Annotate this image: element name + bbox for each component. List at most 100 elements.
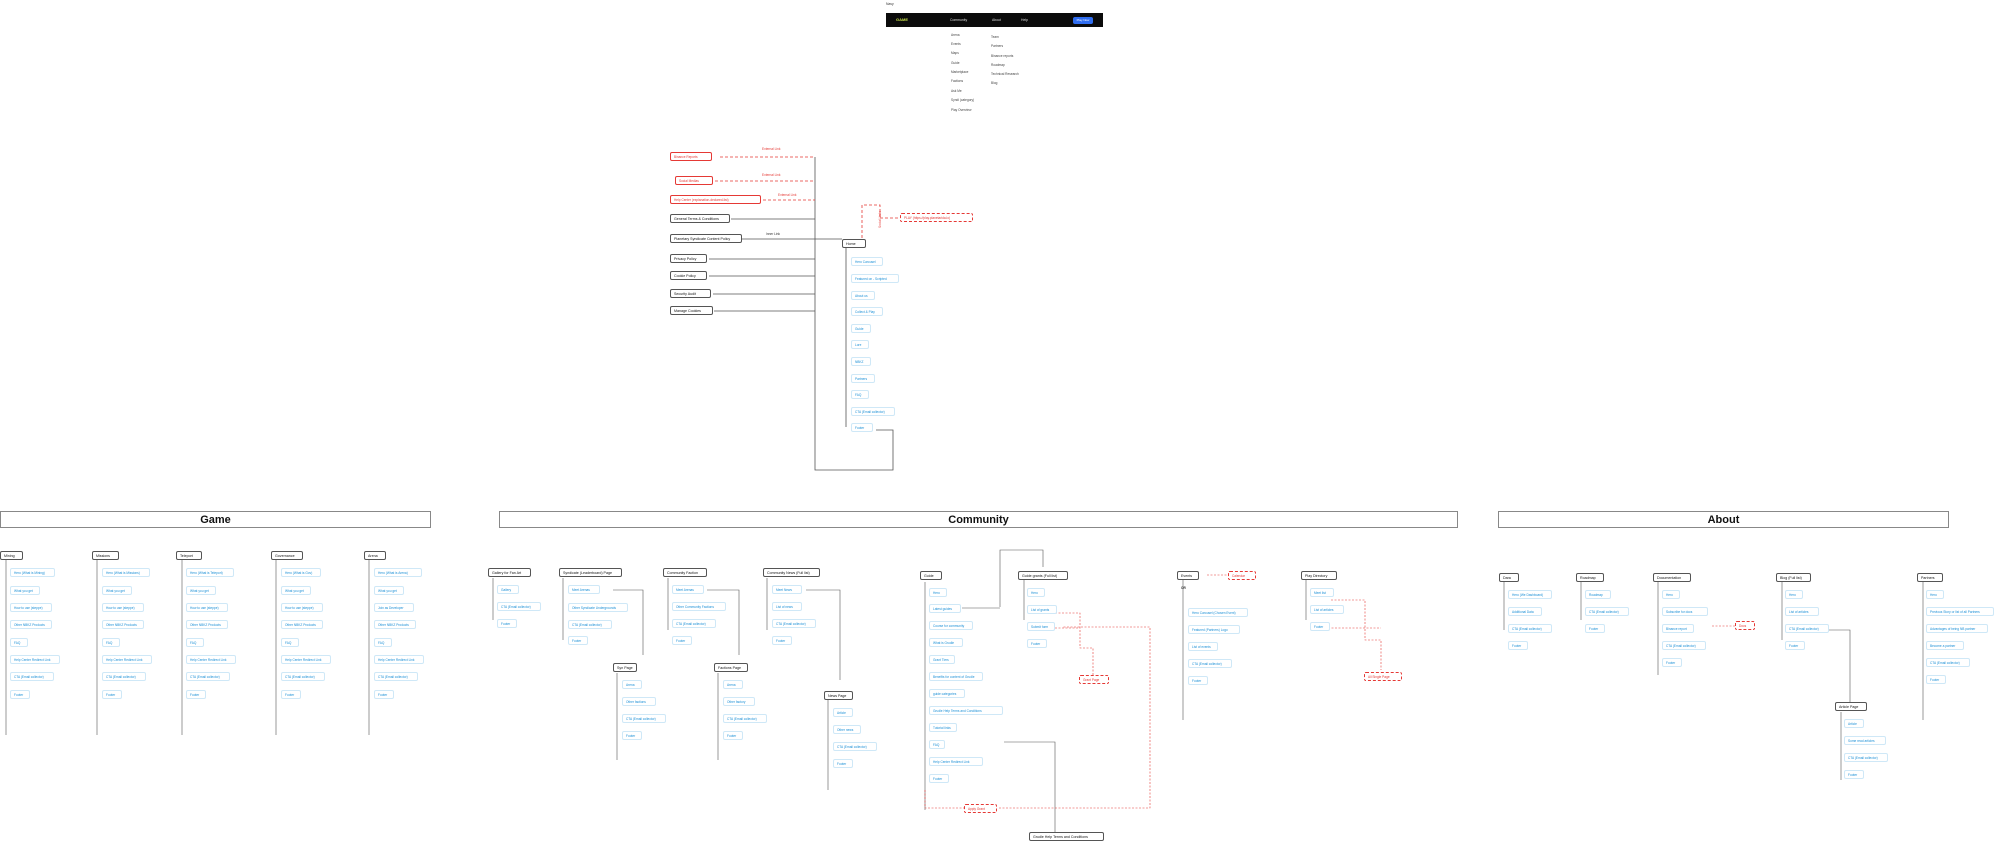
list-item[interactable]: Article [833,708,853,717]
list-item[interactable]: Footer [281,690,301,699]
list-item[interactable]: FAQ [929,740,945,749]
list-item[interactable]: Footer [186,690,206,699]
list-item[interactable]: CTA (Email collector) [723,714,767,723]
grudle-terms[interactable]: Grudle Help Terms and Conditions [1029,832,1104,841]
list-item[interactable]: Other NBKZ Products [186,620,228,629]
list-item[interactable]: Advantages of being NB partner [1926,624,1988,633]
home-child[interactable]: About us [851,291,875,300]
legal-manage-cookies[interactable]: Manage Cookies [670,306,713,315]
list-item[interactable]: Latest guides [929,604,961,613]
play-now-button[interactable]: Play Now [1073,16,1093,24]
list-item[interactable]: Other NBKZ Products [10,620,52,629]
list-item[interactable]: Help Center Redirect Link [186,655,236,664]
list-item[interactable]: List of articles [1785,607,1819,616]
list-item[interactable]: Footer [1310,622,1330,631]
list-item[interactable]: Hero [1662,590,1680,599]
list-item[interactable]: Submit form [1027,622,1055,631]
list-item[interactable]: CTA (Email collector) [1662,641,1706,650]
menu-item[interactable]: Marketplace [951,70,969,74]
menu-item[interactable]: Binance reports [991,54,1014,58]
external-help-center[interactable]: Help Center (explanation-declared-list) [670,195,761,204]
home-child[interactable]: Featured on - Scripted [851,274,899,283]
list-item[interactable]: Featured (Partners) Logo [1188,625,1240,634]
list-item[interactable]: Other NBKZ Products [374,620,416,629]
list-item[interactable]: Additional Data [1508,607,1542,616]
list-item[interactable]: Footer [102,690,122,699]
home-child[interactable]: CTA (Email collector) [851,407,895,416]
home-child[interactable]: Lore [851,340,869,349]
list-item[interactable]: CTA (Email collector) [1508,624,1552,633]
docs-external[interactable]: Docs [1735,621,1755,630]
list-item[interactable]: CTA (Email collector) [186,672,230,681]
list-item[interactable]: Hero (We Dashboard) [1508,590,1552,599]
game-arena[interactable]: Arena [364,551,386,560]
community-faction[interactable]: Community Faction [663,568,707,577]
list-item[interactable]: List of news [772,602,802,611]
list-item[interactable]: FAQ [374,638,392,647]
list-item[interactable]: Subscribe for docs [1662,607,1708,616]
list-item[interactable]: guide categories [929,689,965,698]
list-item[interactable]: Footer [1585,624,1605,633]
list-item[interactable]: Hero [1785,590,1803,599]
community-news-page[interactable]: News Page [824,691,853,700]
about-article-page[interactable]: Article Page [1835,702,1867,711]
menu-item[interactable]: Events [951,42,961,46]
nav-community[interactable]: Community [950,18,968,22]
list-item[interactable]: Other NBKZ Products [281,620,323,629]
list-item[interactable]: Footer [1926,675,1946,684]
list-item[interactable]: Footer [568,636,588,645]
list-item[interactable]: Join as Developer [374,603,414,612]
list-item[interactable]: Benefits for content of Grudle [929,672,983,681]
list-item[interactable]: Arena [622,680,642,689]
list-item[interactable]: Footer [672,636,692,645]
list-item[interactable]: Tutorial links [929,723,957,732]
about-blog[interactable]: Blog (Full list) [1776,573,1811,582]
list-item[interactable]: CTA (Email collector) [102,672,146,681]
about-team[interactable]: Dara [1499,573,1519,582]
list-item[interactable]: Binance report [1662,624,1694,633]
calendar[interactable]: Calendar [1228,571,1256,580]
home-node[interactable]: Home [842,239,866,248]
list-item[interactable]: Footer [622,731,642,740]
logo[interactable]: GAME [896,17,908,22]
list-item[interactable]: CTA (Email collector) [672,619,716,628]
home-child[interactable]: FAQ [851,390,869,399]
list-item[interactable]: Other factions [622,697,656,706]
menu-item[interactable]: Ask Me [951,89,962,93]
menu-item[interactable]: Roadmap [991,63,1005,67]
legal-content-policy[interactable]: Planetary Syndicate Content Policy [670,234,742,243]
list-item[interactable]: FAQ [102,638,120,647]
list-item[interactable]: FAQ [281,638,299,647]
list-item[interactable]: Hero Carousel (Chosen Event) [1188,608,1248,617]
list-item[interactable]: FAQ [186,638,204,647]
community-guide[interactable]: Guide [920,571,942,580]
list-item[interactable]: Meet Arenas [672,585,704,594]
list-item[interactable]: Hero (What is Missions) [102,568,150,577]
list-item[interactable]: Footer [497,619,517,628]
list-item[interactable]: What you get [10,586,40,595]
list-item[interactable]: How to use (steppe) [186,603,228,612]
list-item[interactable]: CTA (Email collector) [1188,659,1232,668]
list-item[interactable]: Meet list [1310,588,1334,597]
list-item[interactable]: Course for community [929,621,973,630]
list-item[interactable]: Arena [723,680,743,689]
list-item[interactable]: Hero [929,588,947,597]
list-item[interactable]: Other NBKZ Products [102,620,144,629]
list-item[interactable]: Help Center Redirect Link [374,655,424,664]
legal-privacy[interactable]: Privacy Policy [670,254,707,263]
list-item[interactable]: CTA (Email collector) [772,619,816,628]
list-item[interactable]: Footer [772,636,792,645]
list-item[interactable]: CTA (Email collector) [833,742,877,751]
list-item[interactable]: Hero (What is Teleport) [186,568,234,577]
game-mining[interactable]: Mining [0,551,23,560]
list-item[interactable]: Footer [1188,676,1208,685]
community-directory[interactable]: Play Directory [1301,571,1337,580]
home-child[interactable]: Hero Carousel [851,257,883,266]
list-item[interactable]: Other news [833,725,861,734]
home-child[interactable]: Footer [851,423,873,432]
list-item[interactable]: How to use (steppe) [10,603,52,612]
list-item[interactable]: Footer [929,774,949,783]
list-item[interactable]: List of articles [1310,605,1344,614]
list-item[interactable]: CTA (Email collector) [281,672,325,681]
legal-terms[interactable]: General Terms & Conditions [670,214,730,223]
